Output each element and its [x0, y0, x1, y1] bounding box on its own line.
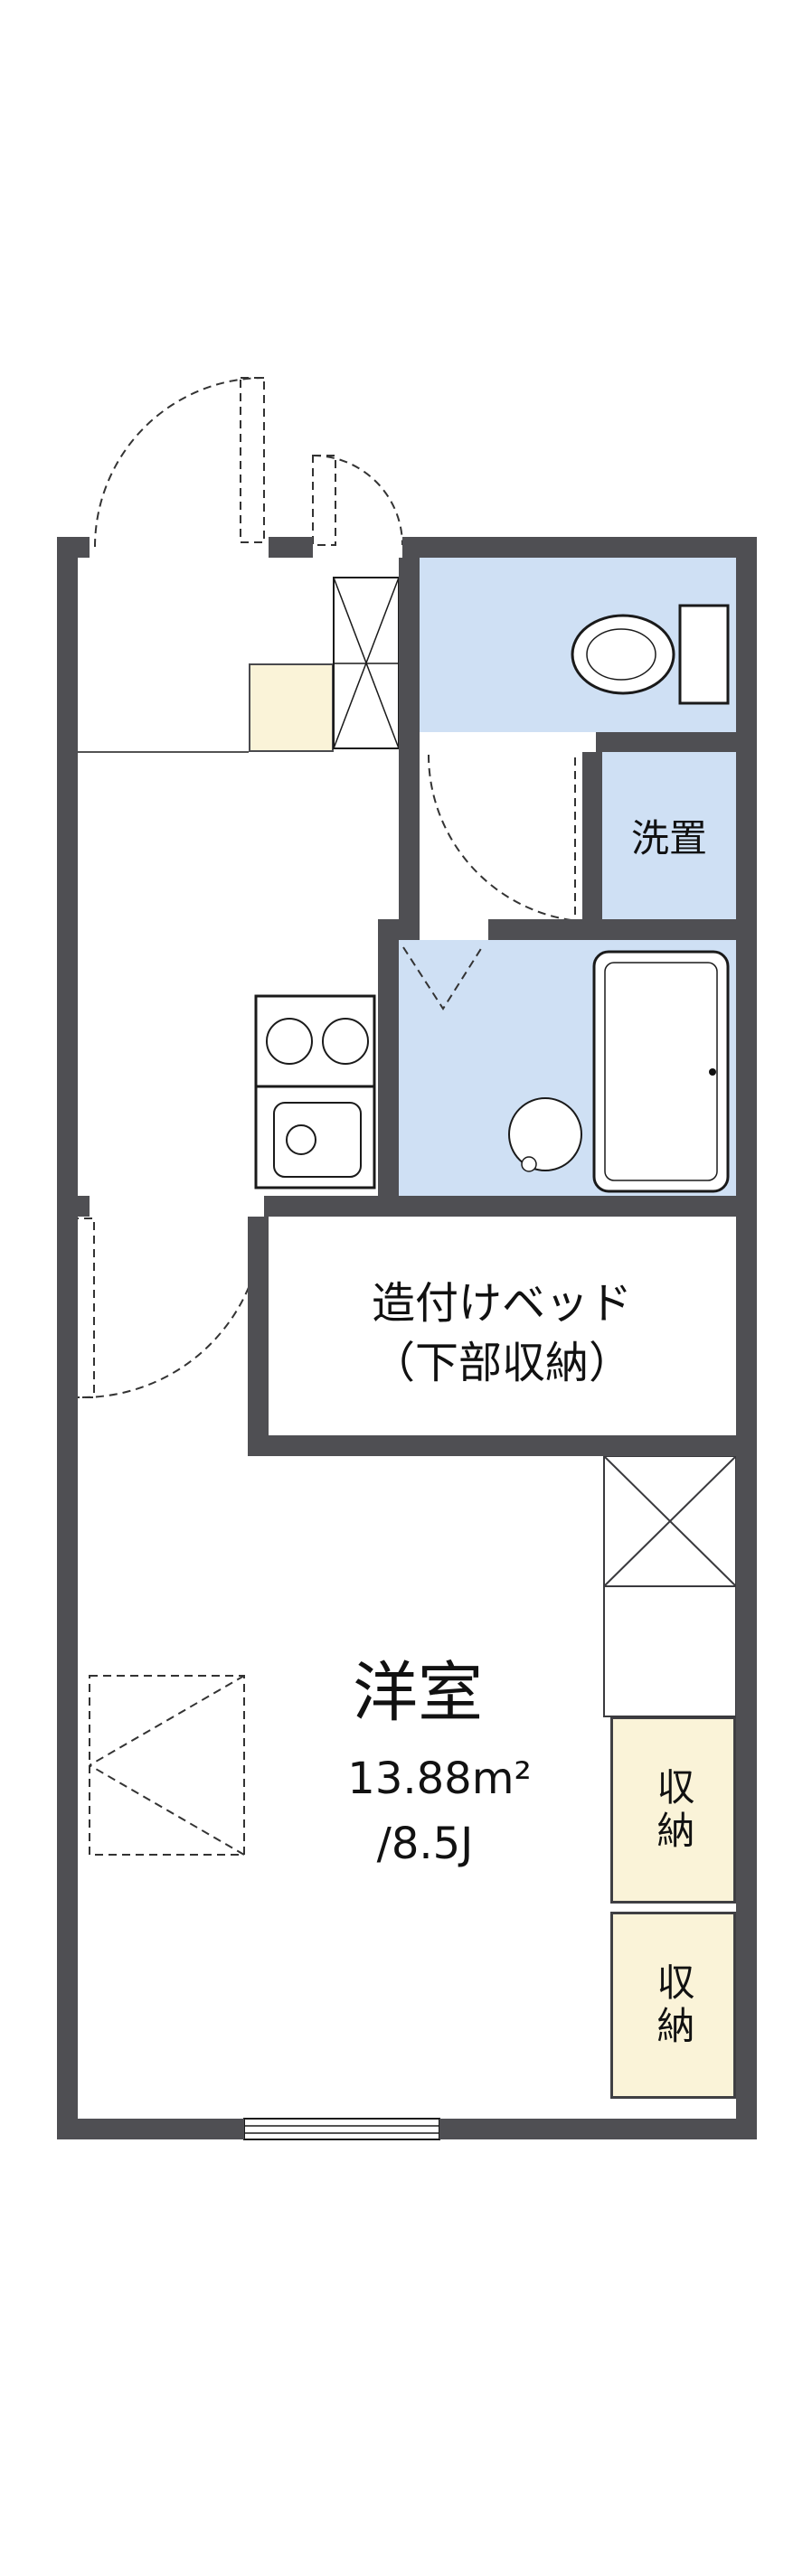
sink-basin: [273, 1102, 362, 1178]
wall-kitchen-divider: [378, 940, 399, 1217]
sink-drain: [286, 1124, 316, 1155]
dashed-furniture-diagonal-1: [89, 1675, 245, 1766]
wall-top-stub-left: [57, 537, 90, 558]
upper-cabinet-frame: [603, 1455, 737, 1587]
wall-under-toilet: [596, 732, 757, 752]
entrance-door-leaf: [240, 377, 265, 543]
upper-cabinet-diagonal-2: [603, 1455, 737, 1587]
bathroom: [399, 940, 736, 1196]
closet-lower-label: 収納: [651, 1961, 695, 2049]
stove-burner-right: [322, 1018, 369, 1065]
entrance-shoe-step: [249, 663, 334, 752]
main-room-door: [70, 1216, 264, 1398]
room-name-label: 洋室: [352, 1654, 484, 1731]
wall-right-outer: [736, 537, 757, 2139]
laundry-room: 洗置: [602, 752, 736, 919]
kitchen-sink: [254, 1085, 376, 1189]
genkan-hatch-frame: [333, 577, 400, 749]
wall-bedarea-top: [264, 1196, 757, 1217]
bed-label-line1: 造付けベッド: [371, 1278, 633, 1329]
stove-body: [254, 994, 376, 1088]
entrance-side-door: [312, 455, 403, 546]
dashed-furniture-diagonal-2: [89, 1764, 245, 1856]
wall-bottom-left: [57, 2119, 244, 2139]
entrance-side-door-leaf: [312, 455, 336, 546]
sink-counter: [254, 1085, 376, 1189]
closet-upper: 収納: [610, 1716, 736, 1904]
room-area-tatami-label: /8.5J: [376, 1819, 474, 1869]
genkan-hatch-diagonal-1: [333, 577, 400, 749]
washroom-door: [428, 754, 597, 923]
closet-upper-label: 収納: [651, 1766, 695, 1854]
wall-top-mid: [269, 537, 313, 558]
stove: [254, 994, 376, 1088]
closet-lower: 収納: [610, 1912, 736, 2099]
wall-left-outer: [57, 537, 78, 2139]
window-frame: [243, 2118, 440, 2140]
toilet-room: [420, 558, 736, 732]
cabinet-open-bay-frame: [603, 1585, 737, 1717]
wall-toilet-left: [399, 558, 420, 940]
entrance-door-swing-arc: [94, 377, 265, 548]
genkan-hatch: [78, 577, 400, 753]
closet-column-frames: [603, 1455, 737, 1717]
entrance-door: [94, 377, 265, 548]
balcony-window: [243, 2118, 440, 2140]
wall-top-right: [402, 537, 757, 558]
room-area-m2-label: 13.88m²: [347, 1753, 532, 1804]
upper-cabinet-diagonal-1: [603, 1455, 737, 1587]
entrance-side-door-swing-arc: [312, 455, 403, 546]
bed-label-line2: （下部収納）: [371, 1338, 633, 1388]
washroom-door-swing-arc: [428, 754, 597, 923]
wall-bottom-right: [439, 2119, 757, 2139]
laundry-room-label: 洗置: [630, 816, 707, 860]
genkan-hatch-diagonal-2: [333, 577, 400, 749]
wall-bath-top: [488, 919, 757, 940]
wall-laundry-left: [582, 752, 602, 940]
wall-bed-bottom: [248, 1435, 757, 1456]
dashed-furniture-outline: [89, 1675, 245, 1856]
main-room-door-swing-arc: [81, 1216, 264, 1398]
wall-bedarea-top-stub: [78, 1196, 90, 1217]
wall-bed-left: [248, 1217, 269, 1456]
stove-burner-left: [266, 1018, 313, 1065]
dashed-furniture: [89, 1675, 245, 1856]
wall-bath-top-stub: [378, 919, 403, 940]
